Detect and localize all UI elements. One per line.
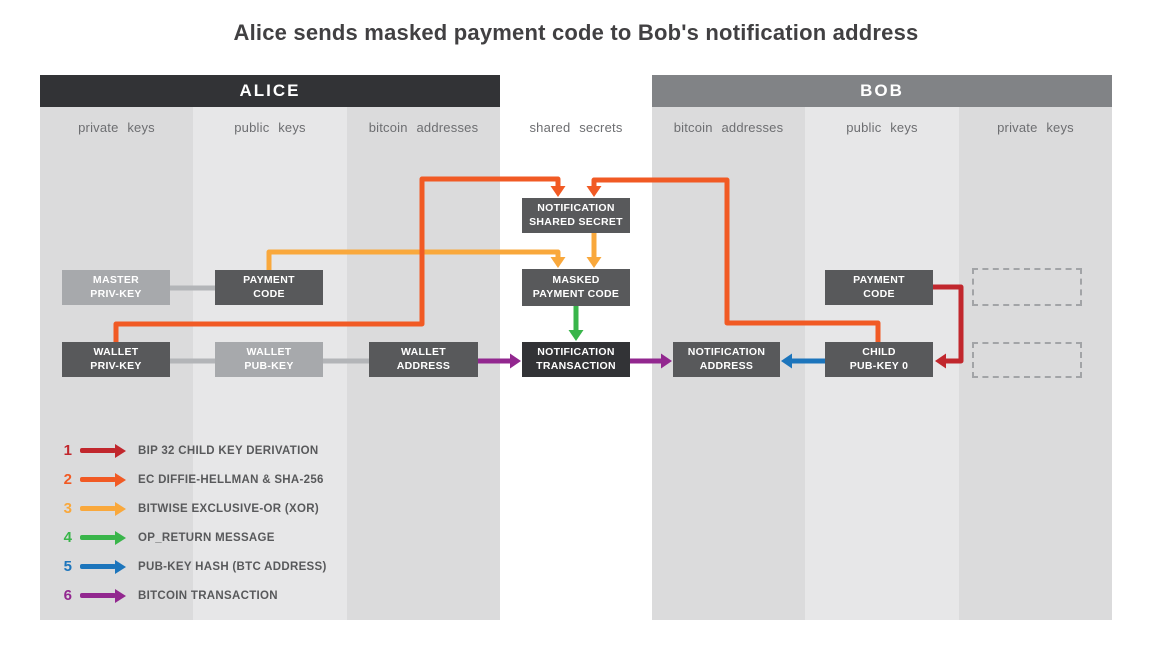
arrowhead-ecdh-wallet-priv-to-shared-secret [550,186,566,197]
legend-label: PUB-KEY HASH (BTC ADDRESS) [138,560,327,573]
node-bob-priv-key-placeholder-1 [972,268,1082,306]
arrowhead-ecdh-child-pubkey-to-shared-secret [586,186,602,197]
bob-header-bar: BOB [652,75,1112,107]
legend-item-5: 5 PUB-KEY HASH (BTC ADDRESS) [57,552,327,581]
alice-column-label-bitcoin-addresses: bitcoin addresses [368,119,479,135]
legend-arrow-icon [80,588,127,603]
legend-arrow-icon [80,443,127,458]
column-label-shared-secrets: shared secrets [529,119,623,135]
node-bob-priv-key-placeholder-2 [972,342,1082,378]
legend-item-4: 4 OP_RETURN MESSAGE [57,523,327,552]
legend-item-1: 1 BIP 32 CHILD KEY DERIVATION [57,436,327,465]
legend-label: OP_RETURN MESSAGE [138,531,275,544]
bob-column-label-bitcoin-addresses: bitcoin addresses [673,119,784,135]
legend-label: BITWISE EXCLUSIVE-OR (XOR) [138,502,319,515]
legend-number: 3 [63,500,72,517]
arrowhead-tx-wallet-address-to-transaction [510,353,521,369]
legend-number: 5 [63,558,72,575]
legend-item-2: 2 EC DIFFIE-HELLMAN & SHA-256 [57,465,327,494]
legend-arrow-icon [80,501,127,516]
legend: 1 BIP 32 CHILD KEY DERIVATION 2 EC DIFFI… [57,436,327,610]
alice-column-label-public-keys: public keys [234,119,306,135]
arrowhead-opreturn-masked-to-transaction [568,330,584,341]
legend-label: BIP 32 CHILD KEY DERIVATION [138,444,319,457]
legend-number: 6 [63,587,72,604]
legend-number: 1 [63,442,72,459]
alice-header-bar: ALICE [40,75,500,107]
bob-column-label-private-keys: private keys [997,119,1074,135]
legend-item-3: 3 BITWISE EXCLUSIVE-OR (XOR) [57,494,327,523]
legend-number: 2 [63,471,72,488]
arrowhead-xor-payment-code-to-masked [550,257,566,268]
arrowhead-xor-shared-secret-to-masked [586,257,602,268]
alice-column-label-private-keys: private keys [78,119,155,135]
legend-arrow-icon [80,559,127,574]
legend-item-6: 6 BITCOIN TRANSACTION [57,581,327,610]
bob-column-label-public-keys: public keys [846,119,918,135]
legend-label: EC DIFFIE-HELLMAN & SHA-256 [138,473,324,486]
bob-column-private-keys-bg [959,107,1112,620]
legend-arrow-icon [80,472,127,487]
legend-arrow-icon [80,530,127,545]
legend-number: 4 [63,529,72,546]
legend-label: BITCOIN TRANSACTION [138,589,278,602]
page-title: Alice sends masked payment code to Bob's… [233,20,919,45]
